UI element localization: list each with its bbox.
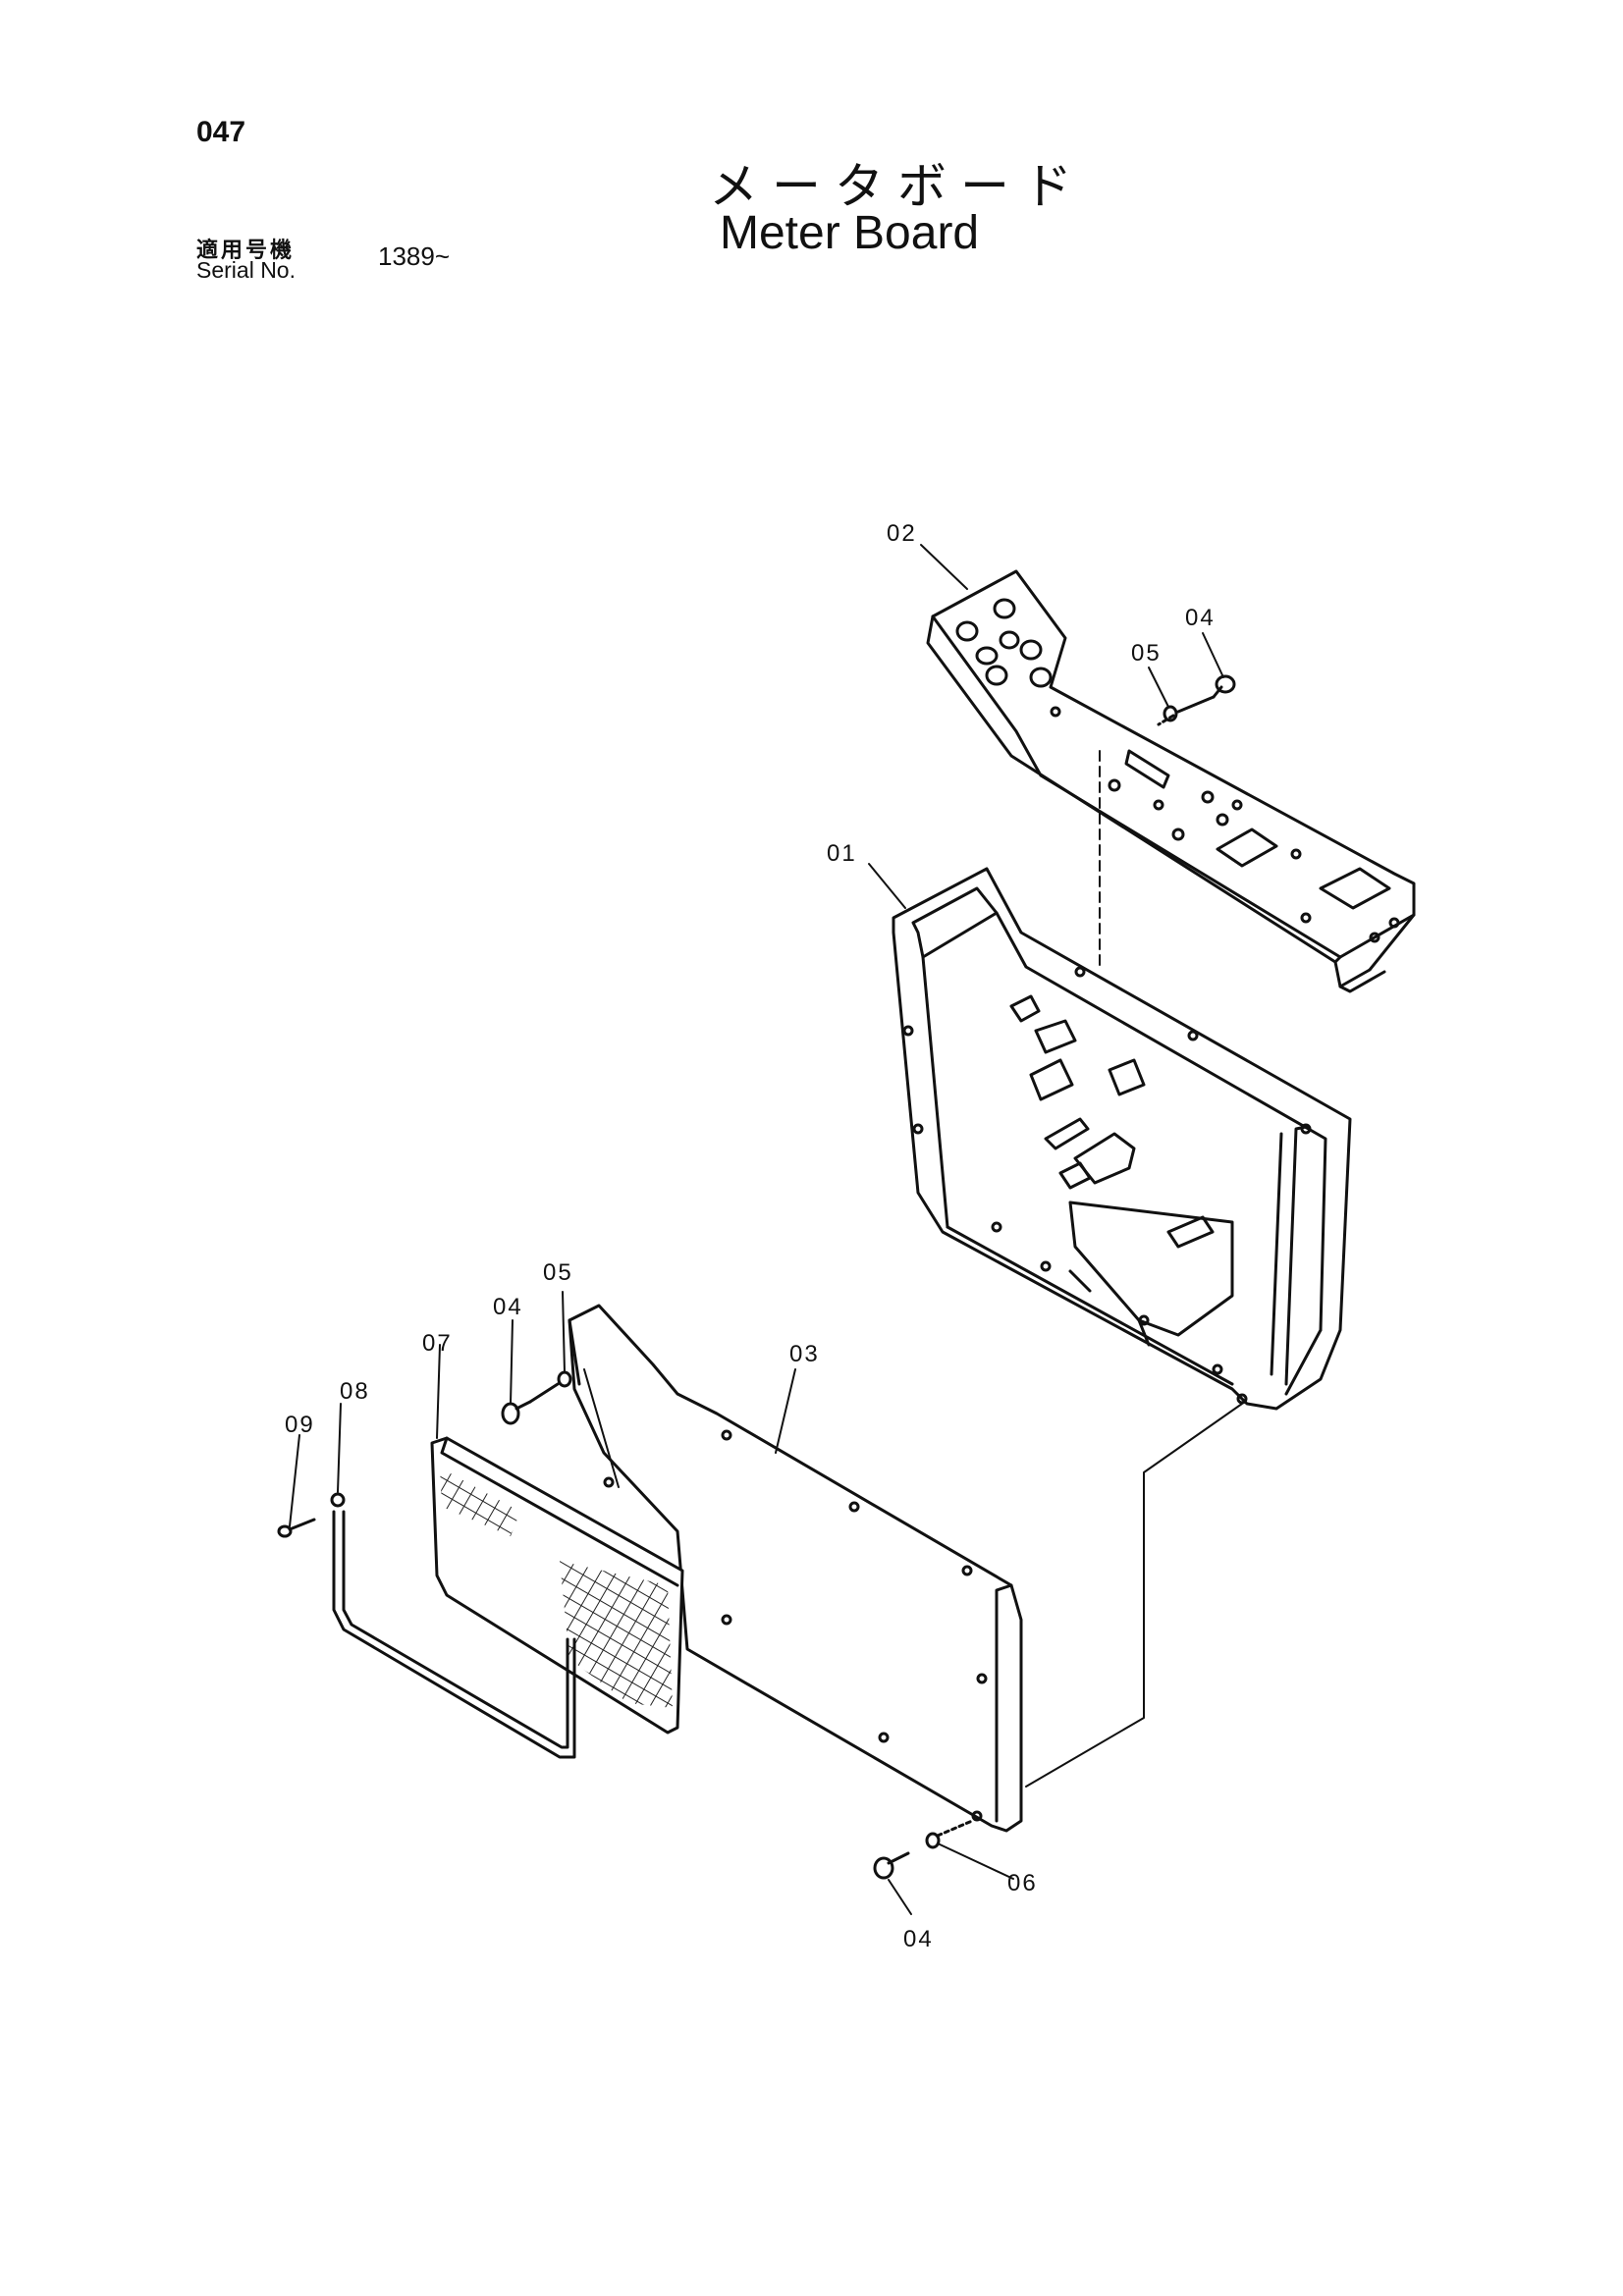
- callout-leaders: [289, 544, 1224, 1915]
- callout-07: 07: [422, 1330, 453, 1357]
- callout-04-upper: 04: [1185, 605, 1216, 631]
- callout-02: 02: [887, 520, 917, 547]
- serial-label-english: Serial No.: [196, 257, 296, 283]
- part-08-frame: [330, 1492, 576, 1759]
- title-japanese: メータボード: [709, 158, 1086, 215]
- callout-04-bottom: 04: [903, 1926, 934, 1952]
- callout-09: 09: [285, 1412, 315, 1438]
- bolt-04-upper: [1157, 674, 1236, 726]
- part-02-meter-plate: [926, 569, 1416, 993]
- serial-number-value: 1389~: [378, 241, 451, 271]
- callout-04-middle: 04: [493, 1294, 523, 1320]
- title-english: Meter Board: [720, 207, 980, 259]
- callout-05-middle: 05: [543, 1259, 573, 1286]
- part-07-mesh-grille: [430, 1436, 684, 1735]
- callout-03: 03: [789, 1341, 820, 1367]
- part-01-panel-box: [892, 867, 1352, 1411]
- callout-08: 08: [340, 1378, 370, 1405]
- serial-label-japanese: 適用号機: [196, 239, 296, 263]
- callout-01: 01: [827, 840, 857, 867]
- callout-05-upper: 05: [1131, 640, 1162, 667]
- part-09-screw: [277, 1518, 316, 1538]
- callout-06: 06: [1007, 1870, 1038, 1896]
- page-number: 047: [196, 116, 246, 148]
- bolt-04-bottom: [873, 1819, 974, 1880]
- part-03-cover-panel: [568, 1304, 1023, 1833]
